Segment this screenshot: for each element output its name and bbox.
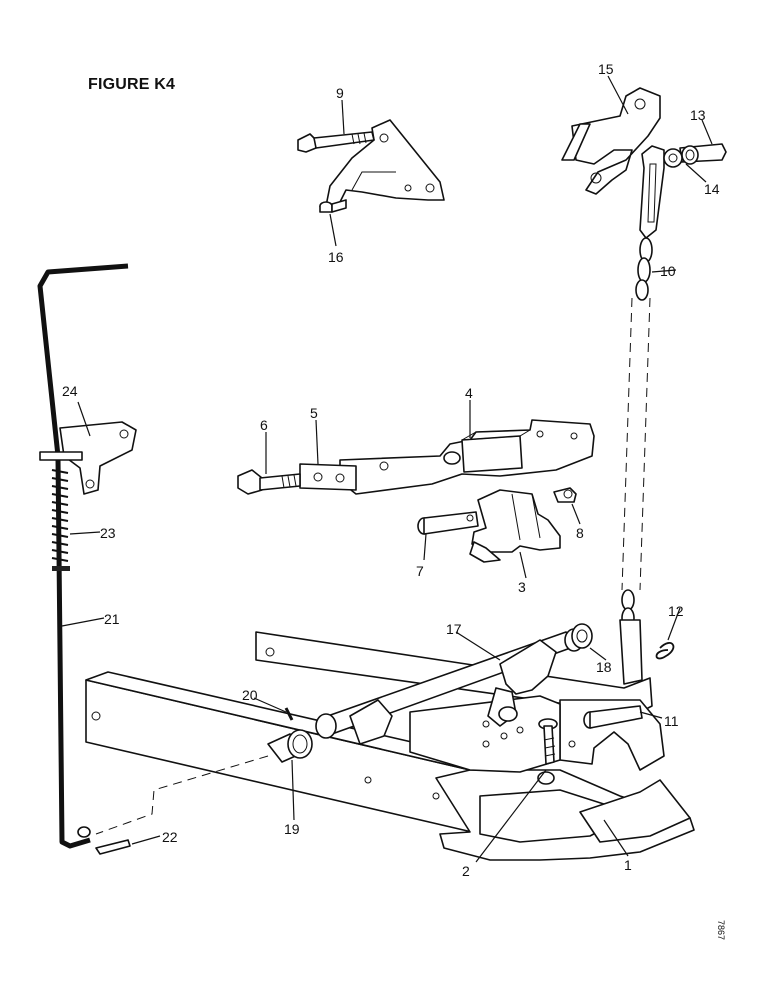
part-collar-19 bbox=[267, 729, 313, 763]
part-bracket-15 bbox=[561, 87, 661, 195]
part-link-10 bbox=[635, 145, 683, 301]
part-plate-5 bbox=[299, 463, 357, 491]
callout-13: 13 bbox=[690, 107, 706, 123]
callout-8: 8 bbox=[576, 525, 584, 541]
part-spring-23 bbox=[51, 469, 70, 571]
callout-4: 4 bbox=[465, 385, 473, 401]
part-bolt-2 bbox=[538, 718, 558, 765]
callout-1: 1 bbox=[624, 857, 632, 873]
chain-dashed-drop bbox=[621, 297, 651, 591]
callout-7: 7 bbox=[416, 563, 424, 579]
part-pin-11 bbox=[583, 705, 643, 729]
part-chain-lower bbox=[619, 589, 643, 685]
part-lever-rod-21 bbox=[37, 263, 129, 849]
callout-24: 24 bbox=[62, 383, 78, 399]
part-clip-12 bbox=[655, 642, 675, 660]
part-pin-13 bbox=[679, 143, 727, 165]
callout-23: 23 bbox=[100, 525, 116, 541]
part-block-3 bbox=[469, 489, 561, 563]
callout-6: 6 bbox=[260, 417, 268, 433]
part-bolt-6 bbox=[237, 469, 301, 495]
callout-17: 17 bbox=[446, 621, 462, 637]
callout-15: 15 bbox=[598, 61, 614, 77]
part-pin-7 bbox=[417, 511, 479, 535]
part-clip-22 bbox=[77, 826, 131, 855]
part-pin-20 bbox=[284, 707, 294, 721]
part-washer-18 bbox=[571, 623, 593, 649]
figure-title: FIGURE K4 bbox=[88, 76, 176, 93]
part-pin-16 bbox=[319, 199, 347, 213]
part-drawbar-4 bbox=[339, 419, 595, 495]
callout-20: 20 bbox=[242, 687, 258, 703]
callout-14: 14 bbox=[704, 181, 720, 197]
callout-12: 12 bbox=[668, 603, 684, 619]
part-crossbar-17 bbox=[315, 628, 584, 745]
linkage-dashed bbox=[95, 755, 269, 835]
callout-21: 21 bbox=[104, 611, 120, 627]
callout-19: 19 bbox=[284, 821, 300, 837]
callout-11: 11 bbox=[664, 713, 679, 729]
callout-9: 9 bbox=[336, 85, 344, 101]
callout-2: 2 bbox=[462, 863, 470, 879]
part-bolt-9 bbox=[297, 131, 375, 153]
callout-3: 3 bbox=[518, 579, 526, 595]
callout-labels: 9 16 15 13 14 10 24 4 6 5 8 23 7 3 21 17… bbox=[62, 61, 720, 879]
leader-lines bbox=[61, 75, 713, 863]
callout-22: 22 bbox=[162, 829, 178, 845]
callout-18: 18 bbox=[596, 659, 612, 675]
part-clip-8 bbox=[553, 487, 577, 503]
callout-5: 5 bbox=[310, 405, 318, 421]
callout-16: 16 bbox=[328, 249, 344, 265]
callout-10: 10 bbox=[660, 263, 676, 279]
part-bracket-upper bbox=[325, 119, 445, 207]
part-bracket-24 bbox=[39, 421, 137, 495]
